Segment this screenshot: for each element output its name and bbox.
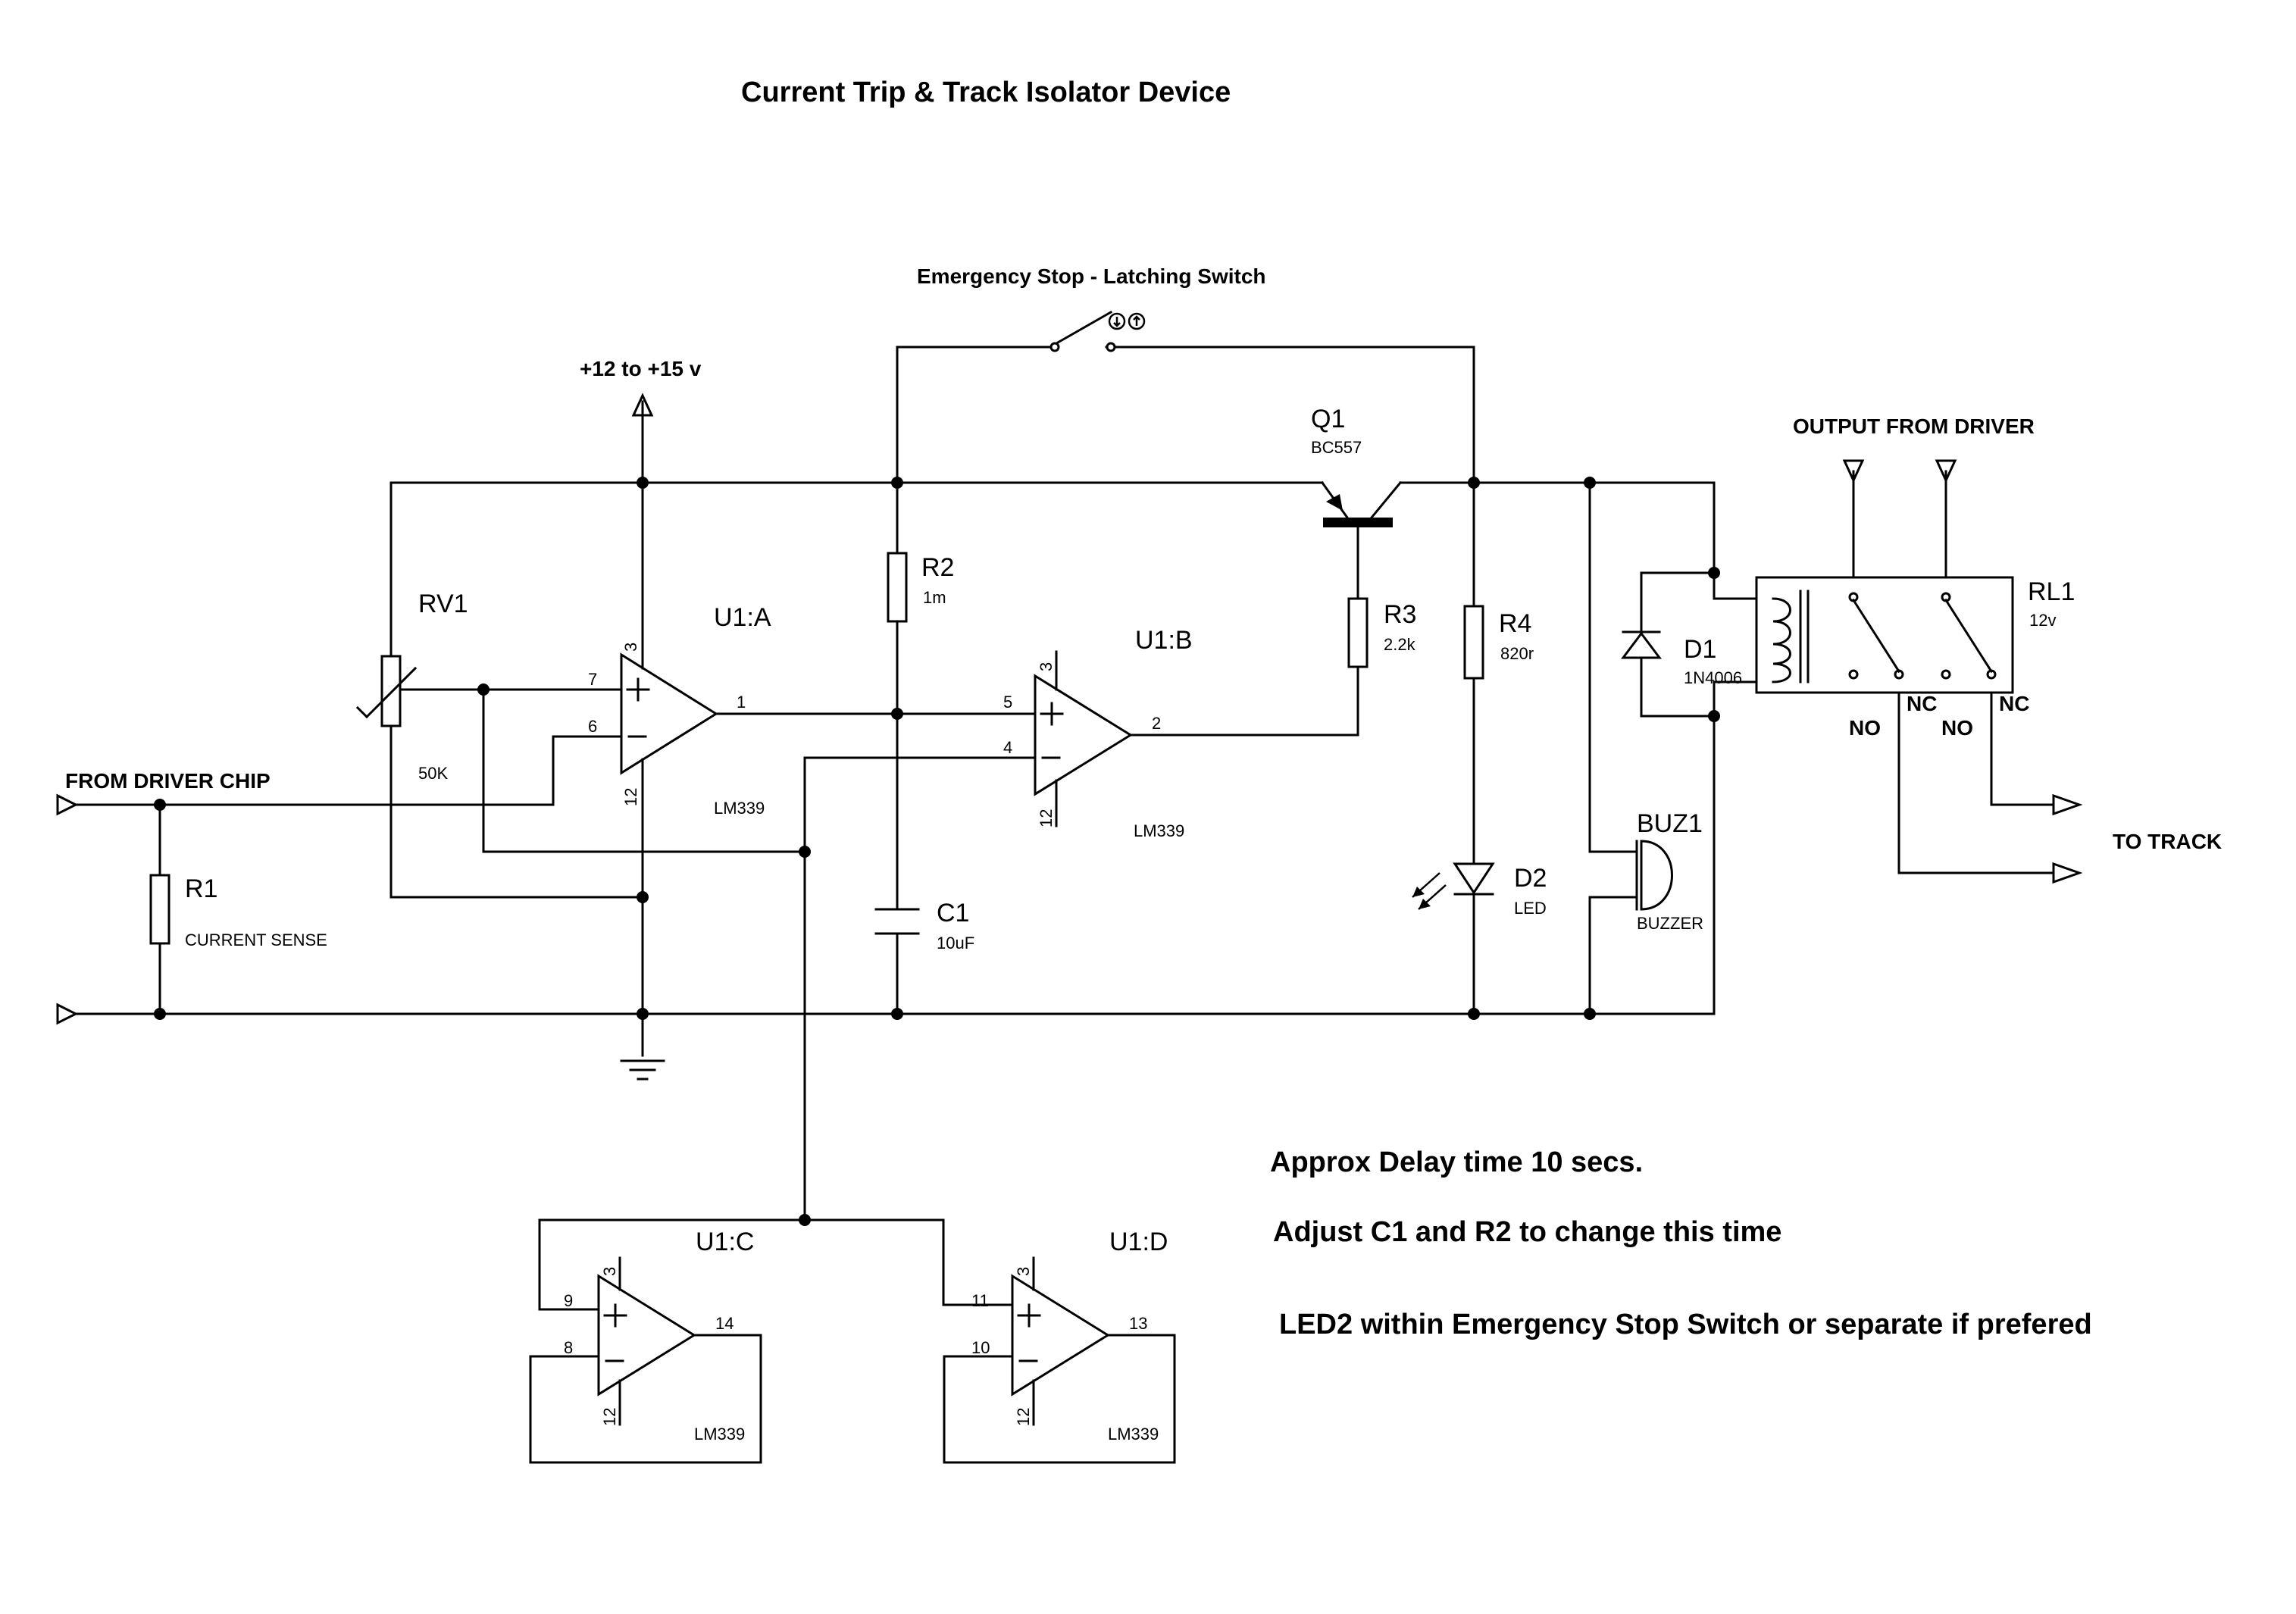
r2-value: 1m	[923, 588, 946, 607]
u1c-pin-vn: 12	[600, 1408, 619, 1426]
page-title: Current Trip & Track Isolator Device	[741, 77, 1231, 108]
u1a-pin-vn: 12	[621, 788, 640, 806]
buz1-buzzer	[1635, 840, 1673, 911]
input-terminal-top	[56, 793, 79, 816]
r4-resistor	[1463, 605, 1484, 680]
u1a-ref: U1:A	[714, 603, 771, 632]
r3-ref: R3	[1384, 600, 1416, 629]
u1b-pin-inp: 5	[1003, 693, 1012, 712]
u1d-pin-inn: 10	[971, 1338, 990, 1357]
u1a-pin-vp: 3	[621, 643, 640, 652]
d2-value: LED	[1514, 899, 1547, 918]
u1c-pin-inn: 8	[564, 1338, 573, 1357]
rl1-contact-4: NC	[1999, 692, 2029, 715]
u1d-comparator	[1011, 1256, 1176, 1426]
u1b-ref: U1:B	[1135, 626, 1193, 655]
u1b-pin-vn: 12	[1037, 809, 1056, 827]
power-supply-icon	[631, 393, 654, 417]
r3-value: 2.2k	[1384, 635, 1416, 654]
buz1-ref: BUZ1	[1637, 809, 1703, 838]
u1c-part: LM339	[694, 1425, 745, 1444]
u1d-ref: U1:D	[1109, 1228, 1168, 1256]
u1a-part: LM339	[714, 799, 765, 818]
output-from-driver-label: OUTPUT FROM DRIVER	[1793, 414, 2035, 438]
d2-ref: D2	[1514, 864, 1547, 893]
emergency-stop-switch	[1049, 310, 1146, 352]
ground-icon	[620, 1059, 665, 1081]
r2-resistor	[887, 552, 908, 623]
d2-led	[1412, 862, 1495, 910]
u1b-comparator	[1034, 650, 1133, 827]
u1d-pin-vn: 12	[1014, 1408, 1033, 1426]
r4-value: 820r	[1500, 644, 1534, 663]
c1-ref: C1	[937, 899, 969, 927]
rl1-contact-2: NC	[1907, 692, 1937, 715]
d1-diode	[1621, 630, 1662, 659]
note-adjust: Adjust C1 and R2 to change this time	[1273, 1216, 1781, 1248]
to-track-label: TO TRACK	[2113, 830, 2222, 853]
r3-resistor	[1347, 597, 1369, 668]
r1-ref: R1	[185, 874, 217, 903]
r4-ref: R4	[1499, 609, 1531, 638]
r1-resistor	[149, 874, 170, 945]
u1a-comparator	[620, 635, 718, 797]
input-terminal-bottom	[56, 1002, 79, 1025]
q1-ref: Q1	[1311, 405, 1345, 433]
u1c-pin-inp: 9	[564, 1291, 573, 1310]
wires	[67, 346, 2055, 1464]
u1a-pin-inp: 7	[588, 670, 597, 689]
q1-value: BC557	[1311, 438, 1362, 457]
u1d-pin-inp: 11	[971, 1291, 989, 1310]
rl1-ref: RL1	[2028, 577, 2075, 606]
u1c-comparator	[597, 1256, 762, 1426]
junctions	[154, 477, 1720, 1226]
c1-value: 10uF	[937, 934, 974, 952]
emergency-stop-label: Emergency Stop - Latching Switch	[917, 264, 1266, 288]
u1c-pin-out: 14	[715, 1314, 734, 1333]
from-driver-label: FROM DRIVER CHIP	[65, 769, 271, 793]
u1a-pin-out: 1	[737, 693, 746, 712]
q1-transistor	[1320, 480, 1403, 527]
r1-value: CURRENT SENSE	[185, 931, 327, 949]
rv1-value: 50K	[418, 764, 448, 783]
d1-ref: D1	[1684, 635, 1716, 664]
rl1-contact-1: NO	[1849, 716, 1881, 740]
supply-label: +12 to +15 v	[580, 357, 702, 380]
rv1-potentiometer	[355, 655, 418, 727]
to-track-terminals	[2052, 793, 2083, 884]
r2-ref: R2	[921, 553, 954, 582]
u1a-pin-inn: 6	[588, 717, 597, 736]
output-from-driver-terminals	[1842, 459, 1957, 483]
u1b-pin-vp: 3	[1037, 662, 1056, 671]
u1b-pin-inn: 4	[1003, 738, 1012, 757]
rl1-relay	[1755, 576, 2014, 694]
u1d-part: LM339	[1108, 1425, 1159, 1444]
u1b-part: LM339	[1134, 821, 1184, 840]
c1-capacitor	[874, 908, 920, 935]
note-led2: LED2 within Emergency Stop Switch or sep…	[1279, 1309, 2092, 1340]
u1d-pin-vp: 3	[1014, 1267, 1033, 1276]
rl1-contact-3: NO	[1941, 716, 1973, 740]
u1d-pin-out: 13	[1129, 1314, 1147, 1333]
u1c-ref: U1:C	[696, 1228, 754, 1256]
d1-value: 1N4006	[1684, 668, 1742, 687]
rl1-value: 12v	[2029, 611, 2056, 630]
note-delay: Approx Delay time 10 secs.	[1270, 1146, 1643, 1178]
rv1-ref: RV1	[418, 590, 468, 618]
u1b-pin-out: 2	[1152, 714, 1161, 733]
u1c-pin-vp: 3	[600, 1267, 619, 1276]
buz1-value: BUZZER	[1637, 914, 1703, 933]
